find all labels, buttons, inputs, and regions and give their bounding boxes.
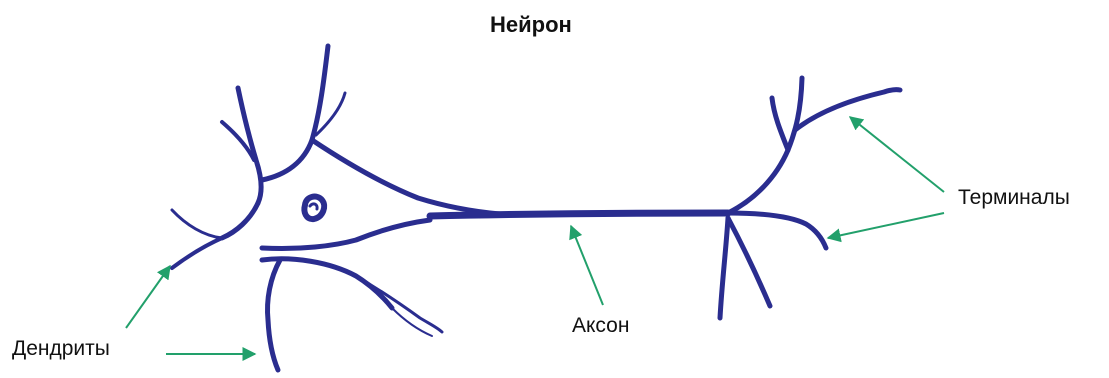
dendrite-left-lower bbox=[172, 238, 222, 268]
nucleus-inner bbox=[310, 204, 317, 209]
dendrite-lower-main bbox=[262, 259, 392, 308]
arrow-terminals-lower bbox=[828, 213, 944, 238]
terminal-upper-right bbox=[795, 90, 900, 130]
label-terminals: Терминалы bbox=[958, 186, 1070, 210]
dendrite-upper-left bbox=[238, 88, 261, 203]
dendrite-lower-stem bbox=[268, 260, 281, 370]
terminal-upper-inner bbox=[772, 98, 788, 150]
nucleus bbox=[304, 197, 324, 220]
arrow-dendrites-upper bbox=[126, 266, 170, 328]
arrow-axon bbox=[571, 226, 603, 305]
soma-lower-edge bbox=[262, 220, 430, 249]
diagram-title: Нейрон bbox=[490, 12, 572, 38]
label-axon: Аксон bbox=[572, 314, 629, 338]
soma-left-edge bbox=[222, 203, 258, 238]
dendrite-upper-right bbox=[262, 46, 328, 180]
dendrite-lower-right bbox=[356, 276, 442, 332]
terminal-upper-fork bbox=[728, 78, 802, 213]
terminal-lower-left bbox=[720, 218, 728, 318]
neuron-drawing bbox=[172, 46, 900, 370]
soma-upper-edge bbox=[312, 140, 500, 214]
label-dendrites: Дендриты bbox=[12, 337, 110, 361]
terminal-lower-right bbox=[728, 218, 770, 306]
dendrite-left-upper bbox=[172, 210, 222, 238]
axon bbox=[430, 213, 728, 216]
arrow-terminals-upper bbox=[850, 117, 944, 192]
